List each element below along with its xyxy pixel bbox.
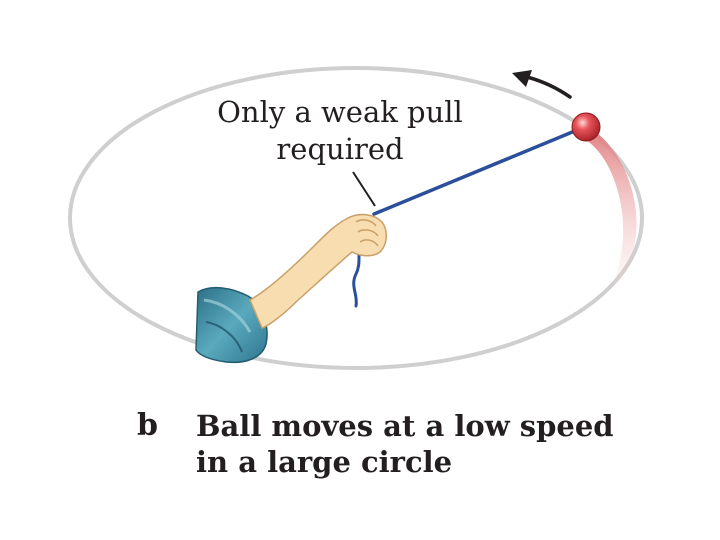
hand-holding-string [249,213,387,329]
string [372,126,584,216]
annotation-line-1: Only a weak pull [217,95,463,129]
orbit-ellipse [68,66,644,370]
caption: Ball moves at a low speed in a large cir… [196,408,696,480]
panel-letter: b [137,408,158,443]
annotation-line-2: required [276,132,404,166]
annotation-leader-line [352,171,376,207]
direction-arrow-icon [512,70,572,99]
caption-line-2: in a large circle [196,445,453,479]
caption-line-1: Ball moves at a low speed [196,409,614,443]
ball [571,112,601,142]
force-annotation: Only a weak pull required [175,94,505,168]
motion-trail [586,130,637,286]
sleeve [195,286,268,364]
